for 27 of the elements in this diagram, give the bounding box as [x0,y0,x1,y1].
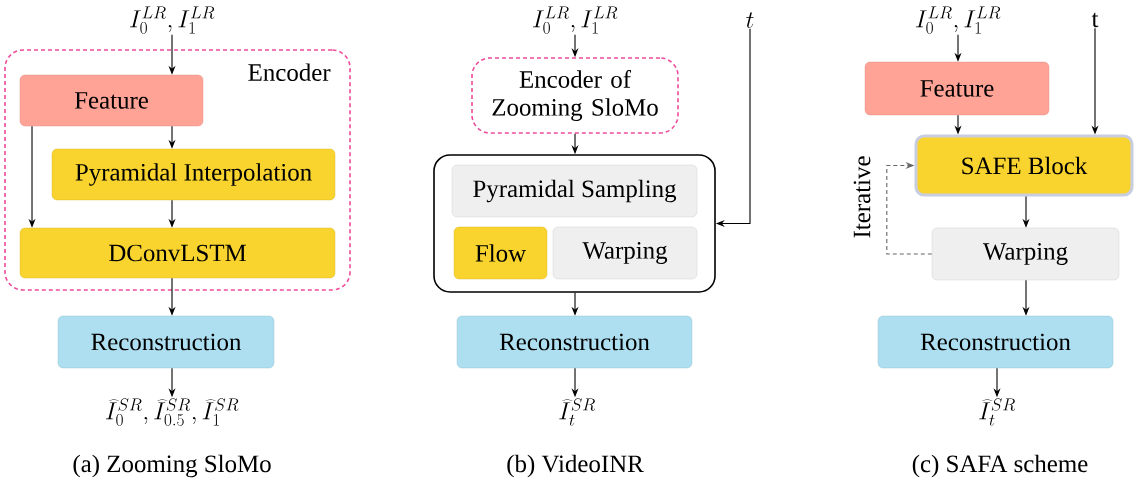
arrow [886,161,933,255]
process-box: Pyramidal Sampling [451,164,698,218]
process-box: Warping [552,226,698,280]
process-box: DConvLSTM [19,227,336,279]
math-label: $t$ [746,12,754,28]
edge-label: Iterative [852,154,872,240]
process-box: Reconstruction [877,315,1114,369]
variable-label: t [1091,12,1099,28]
process-box: Reconstruction [456,315,693,369]
math-label: $I_0^{LR}, I_1^{LR}$ [533,6,618,34]
rounded-box [433,154,716,293]
math-label: $\widehat{I}_{0}^{SR}, \widehat{I}_{0.5}^{SR}, \widehat{I}_{1}^{SR}$ [105,398,239,426]
caption: (b) VideoINR [507,454,644,478]
math-label: $\widehat{I}_{t}^{SR}$ [559,398,595,426]
math-label: $\widehat{I}_{t}^{SR}$ [979,398,1015,426]
process-box: Feature [19,74,204,127]
process-box: Pyramidal Interpolation [51,148,336,201]
process-box: Feature [864,61,1050,116]
math-label: $I_0^{LR}, I_1^{LR}$ [130,6,215,34]
caption: (a) Zooming SloMo [73,454,271,478]
process-box: Warping [931,227,1120,281]
caption: (c) SAFA scheme [912,454,1088,478]
dashed-box: Encoder of Zooming SloMo [471,57,679,134]
process-box: Flow [453,226,548,280]
process-box: SAFE Block [914,134,1134,197]
math-label: $I_0^{LR}, I_1^{LR}$ [916,6,1001,34]
process-box: Reconstruction [57,315,275,369]
